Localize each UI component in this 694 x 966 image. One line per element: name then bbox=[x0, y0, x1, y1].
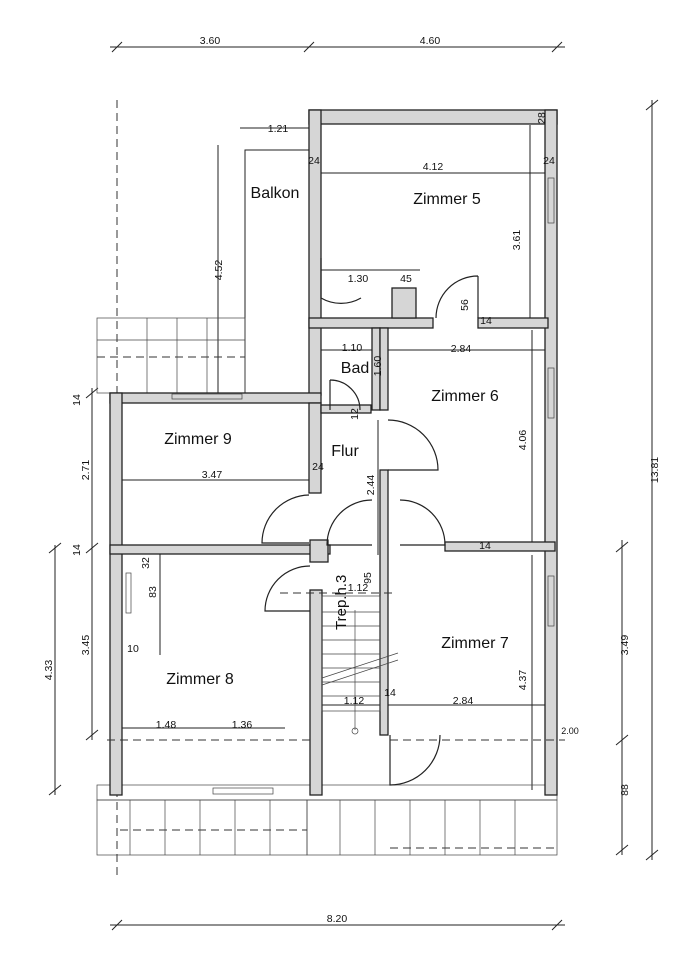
dim-label: 14 bbox=[71, 394, 83, 406]
dim-label: 14 bbox=[384, 687, 396, 699]
bottom-terrace bbox=[96, 784, 558, 856]
dim-label: 56 bbox=[459, 299, 471, 311]
dim-label: 1.12 bbox=[344, 695, 365, 707]
dim-label: 2.44 bbox=[365, 475, 377, 496]
doors bbox=[261, 258, 479, 786]
dim-label: 2.84 bbox=[453, 695, 474, 707]
dim-label: 1.12 bbox=[348, 582, 369, 594]
dimension-labels: 3.60 4.60 8.20 13.81 3.49 88 2.71 14 14 … bbox=[43, 35, 661, 925]
walls bbox=[109, 109, 558, 796]
dim-label: 3.61 bbox=[511, 230, 523, 251]
dim-label: 2.00 bbox=[561, 726, 579, 736]
dim-label: 12 bbox=[349, 408, 361, 420]
dim-label: 4.60 bbox=[420, 35, 441, 47]
dim-label: 2.71 bbox=[80, 460, 92, 481]
dim-label: 28 bbox=[536, 112, 548, 124]
dim-label: 88 bbox=[619, 784, 631, 796]
dim-label: 3.45 bbox=[80, 635, 92, 656]
dim-label: 4.33 bbox=[43, 660, 55, 681]
dim-label: 1.21 bbox=[268, 123, 289, 135]
room-zimmer-6: Zimmer 6 bbox=[431, 388, 499, 405]
dim-label: 1.48 bbox=[156, 719, 177, 731]
staircase bbox=[321, 595, 399, 735]
room-labels: Zimmer 5 Balkon Bad Zimmer 6 Zimmer 9 Fl… bbox=[164, 185, 509, 688]
room-bad: Bad bbox=[341, 360, 369, 377]
room-zimmer-5: Zimmer 5 bbox=[413, 191, 481, 208]
dim-label: 4.06 bbox=[517, 430, 529, 451]
room-balkon: Balkon bbox=[251, 185, 300, 202]
windows bbox=[125, 177, 555, 795]
dim-label: 14 bbox=[71, 544, 83, 556]
room-zimmer-9: Zimmer 9 bbox=[164, 431, 232, 448]
dim-label: 1.10 bbox=[342, 342, 363, 354]
dim-label: 45 bbox=[400, 273, 412, 285]
dim-label: 1.60 bbox=[372, 356, 384, 377]
dim-label: 24 bbox=[312, 461, 324, 473]
dim-label: 3.60 bbox=[200, 35, 221, 47]
dim-label: 1.36 bbox=[232, 719, 253, 731]
dim-label: 8.20 bbox=[327, 913, 348, 925]
dim-label: 32 bbox=[140, 557, 152, 569]
dim-label: 14 bbox=[479, 540, 491, 552]
dim-label: 1.30 bbox=[348, 273, 369, 285]
dim-label: 3.49 bbox=[619, 635, 631, 656]
dim-label: 24 bbox=[543, 155, 555, 167]
dim-label: 83 bbox=[147, 586, 159, 598]
dim-label: 4.52 bbox=[213, 260, 225, 281]
dim-label: 14 bbox=[480, 315, 492, 327]
dimension-lines bbox=[48, 41, 659, 931]
dim-label: 10 bbox=[127, 643, 139, 655]
dim-label: 4.12 bbox=[423, 161, 444, 173]
dim-label: 13.81 bbox=[649, 457, 661, 483]
dim-label: 24 bbox=[308, 155, 320, 167]
dim-label: 2.84 bbox=[451, 343, 472, 355]
dashed-lines bbox=[107, 592, 565, 741]
room-flur: Flur bbox=[331, 443, 359, 460]
room-zimmer-8: Zimmer 8 bbox=[166, 671, 234, 688]
room-zimmer-7: Zimmer 7 bbox=[441, 635, 509, 652]
dim-label: 95 bbox=[362, 572, 374, 584]
dim-label: 4.37 bbox=[517, 670, 529, 691]
room-treppe: Trep.h.3 bbox=[333, 575, 350, 630]
dim-label: 3.47 bbox=[202, 469, 223, 481]
